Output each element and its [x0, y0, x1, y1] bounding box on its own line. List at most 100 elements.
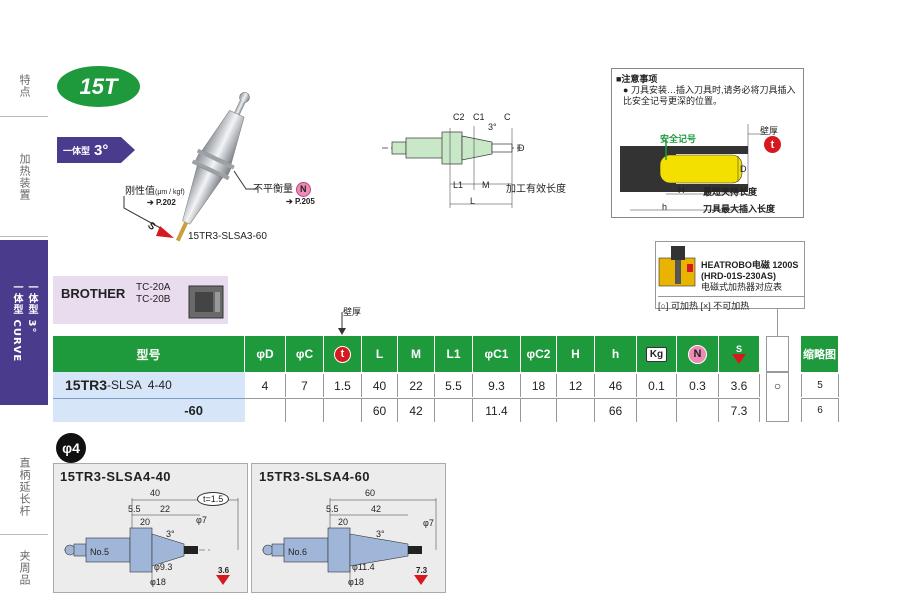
col-header-s: S: [719, 336, 760, 372]
balance-label: 不平衡量 N: [253, 180, 311, 197]
table-row-1-c1: 9.3: [473, 374, 521, 397]
notice-text: ● 刀具安装…插入刀具时,请务必将刀具插入比安全记号更深的位置。: [623, 85, 796, 106]
col-header-t: t: [324, 336, 362, 372]
wall-label-table: 壁厚: [343, 307, 362, 317]
dim-m: M: [482, 180, 490, 190]
n-badge: N: [295, 181, 311, 197]
panel-2-phic2: φ18: [348, 577, 364, 587]
table-row-1-h-lower: 46: [595, 374, 637, 397]
col-header-drawing: 缩略图: [801, 336, 839, 372]
tool-holder-image: [175, 92, 250, 242]
rigidity-label: 刚性值(μm / kgf): [125, 186, 185, 197]
machine-models: TC-20A TC-20B: [136, 282, 171, 305]
min-clamp-label: 最短夹持长度: [703, 187, 758, 197]
panel-2-angle3: 3°: [376, 529, 385, 539]
balance-page-ref[interactable]: ➔ P.205: [286, 197, 315, 206]
side-tab-straight-shank[interactable]: 直柄延长杆: [0, 440, 48, 535]
dim-d: D: [518, 143, 525, 153]
table-row-1-model: 15TR3-SLSA 4-40: [65, 376, 172, 393]
row-divider-values: [245, 398, 760, 399]
row-divider: [53, 398, 245, 399]
side-tab-accessories[interactable]: 夹周品: [18, 550, 31, 586]
panel-1-l1: 5.5: [128, 504, 141, 514]
side-tab-heating[interactable]: 加热装置: [0, 117, 48, 237]
table-row-2-model: -60: [184, 403, 203, 418]
schematic-diagram: [382, 126, 522, 208]
table-row-2-l: 60: [362, 399, 398, 422]
product-model-caption: 15TR3-SLSA3-60: [188, 231, 267, 242]
table-row-2-drawing[interactable]: 6: [801, 399, 839, 422]
table-row-2-s: 7.3: [719, 399, 760, 422]
panel-1-phid: φ7: [196, 515, 207, 525]
notice-d: D: [740, 164, 747, 174]
table-row-1-drawing[interactable]: 5: [801, 374, 839, 397]
col-header-l1: L1: [435, 336, 473, 372]
panel-1-no: No.5: [90, 547, 110, 557]
panel-1-m: 22: [160, 504, 171, 514]
effective-length-label: 加工有效长度: [506, 184, 566, 195]
notice-box: [611, 68, 804, 218]
table-row-2-d: [245, 399, 286, 422]
panel-2-title: 15TR3-SLSA4-60: [259, 469, 371, 484]
table-row-2-c: [286, 399, 324, 422]
dim-l: L: [470, 196, 476, 206]
notice-diagram: [620, 124, 764, 211]
panel-1-l: 40: [150, 488, 161, 498]
kg-weight-icon: Kg: [645, 346, 668, 362]
n-header-badge: N: [688, 344, 707, 364]
col-header-n: N: [677, 336, 719, 372]
table-row-2-kg: [637, 399, 677, 422]
dim-c2: C2: [453, 112, 465, 122]
table-row-1-n: 0.3: [677, 374, 719, 397]
t-badge-notice: t: [764, 136, 781, 153]
panel-2-drawing: [262, 498, 437, 584]
panel-1-phic1: φ9.3: [154, 562, 173, 572]
col-header-model: 型号: [53, 336, 245, 372]
table-row-2-c2: [521, 399, 557, 422]
panel-1-angle3: 3°: [166, 529, 175, 539]
table-row-1-d: 4: [245, 374, 286, 397]
panel-2-m: 42: [371, 504, 382, 514]
notice-h-upper: H: [678, 185, 685, 195]
panel-2-phid: φ7: [423, 518, 434, 528]
panel-1-title: 15TR3-SLSA4-40: [60, 469, 172, 484]
panel-1-t-badge: t=1.5: [197, 492, 230, 506]
table-row-1-c2: 18: [521, 374, 557, 397]
side-tab-integral[interactable]: 一体型 3° 一体型 CURVE: [0, 240, 48, 405]
col-header-heat: [766, 336, 789, 372]
balance-arrow-icon: [233, 170, 258, 190]
rigidity-arrow-icon: [123, 196, 174, 238]
table-row-2-l1: [435, 399, 473, 422]
panel-2-s-value: 7.3: [416, 566, 428, 575]
table-row-1-l: 40: [362, 374, 398, 397]
panel-2-angle20: 20: [338, 517, 349, 527]
dim-c: C: [504, 112, 511, 122]
col-header-h-lower: h: [595, 336, 637, 372]
table-row-2-t: [324, 399, 362, 422]
wall-pointer-icon: [338, 312, 346, 335]
table-row-1-h-upper: 12: [557, 374, 595, 397]
t-header-badge: t: [334, 345, 351, 363]
table-row-1-heat: ○: [773, 378, 782, 393]
table-row-2-c1: 11.4: [473, 399, 521, 422]
model-cell-bg: [53, 372, 245, 422]
panel-2-phic1: φ11.4: [352, 562, 375, 572]
col-header-c1: φC1: [473, 336, 521, 372]
heatrobo-link-line: [777, 309, 778, 336]
side-tab-features[interactable]: 特点: [0, 55, 48, 117]
taper-badge: 15T: [57, 66, 140, 107]
col-header-d: φD: [245, 336, 286, 372]
row-divider-drawing: [801, 398, 839, 399]
heatrobo-title: HEATROBO电磁 1200S (HRD-01S-230AS) 电磁式加热器对…: [701, 260, 799, 292]
col-header-l: L: [362, 336, 398, 372]
dim-3deg: 3°: [488, 122, 497, 132]
table-row-2-m: 42: [398, 399, 435, 422]
panel-1-angle20: 20: [140, 517, 151, 527]
heatrobo-machine-image: [658, 246, 696, 287]
panel-2-l1: 5.5: [326, 504, 339, 514]
table-row-1-l1: 5.5: [435, 374, 473, 397]
col-header-c: φC: [286, 336, 324, 372]
table-row-2-h-upper: [557, 399, 595, 422]
type-label-small: 一体型: [63, 145, 91, 156]
rigidity-page-ref[interactable]: ➔ P.202: [147, 198, 176, 207]
